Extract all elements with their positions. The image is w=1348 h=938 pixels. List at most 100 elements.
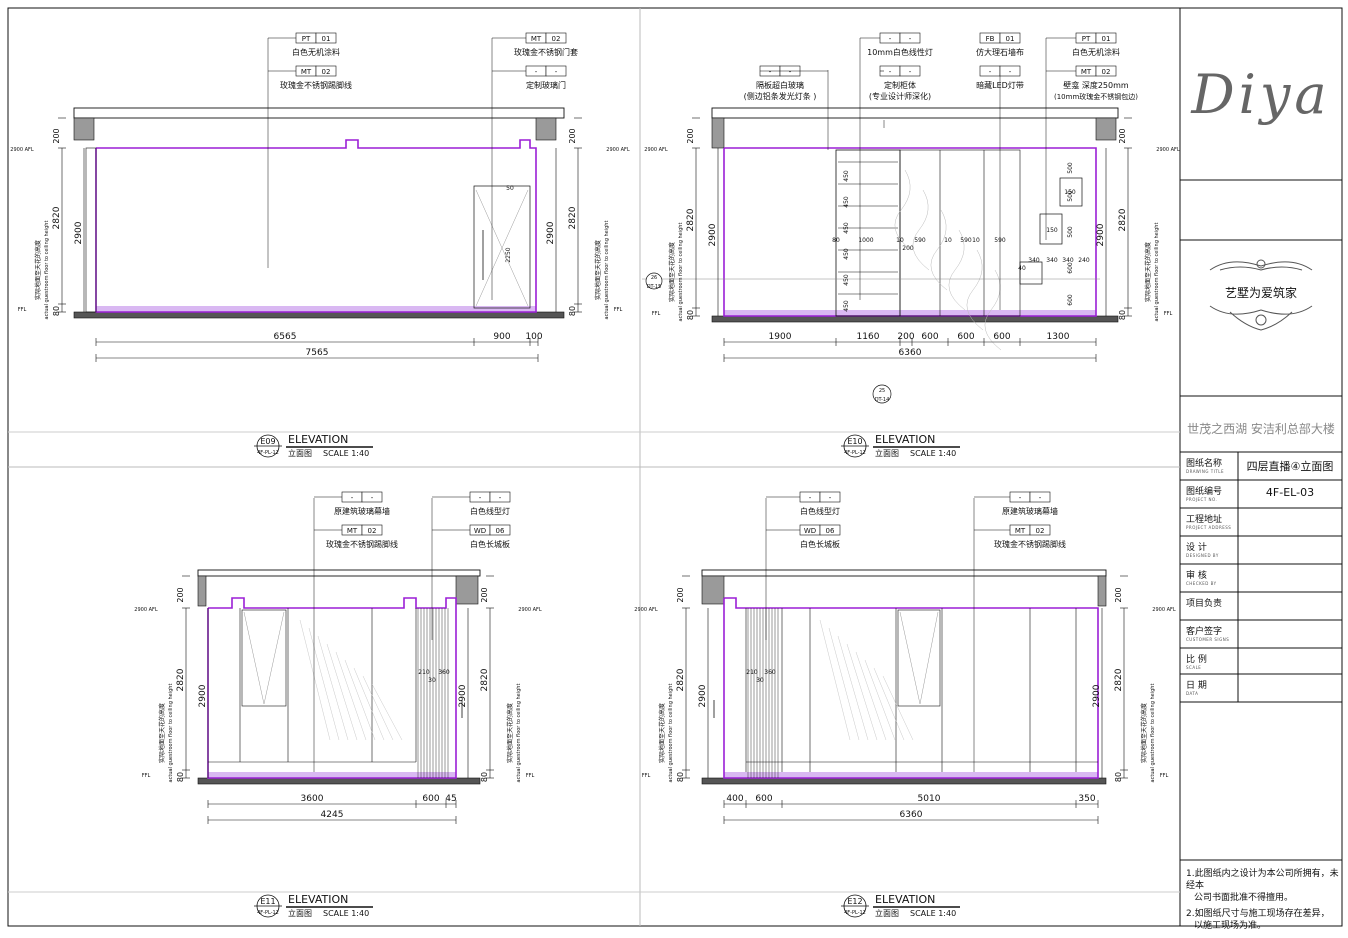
dimension-value: 2900 bbox=[74, 221, 84, 244]
dimension-value: 2900 bbox=[708, 223, 718, 246]
tag-code: - bbox=[889, 35, 892, 43]
dimension-value: 80 bbox=[832, 237, 840, 244]
tag-number-box bbox=[1029, 524, 1051, 536]
dimension-value: 2900 bbox=[198, 684, 208, 707]
dimension-value: 2900 bbox=[546, 221, 556, 244]
marble-vein bbox=[984, 269, 1002, 351]
tag-number: 02 bbox=[1036, 527, 1045, 535]
tag-number-box bbox=[1095, 32, 1117, 44]
dimension-value: 600 bbox=[422, 794, 439, 804]
fl-label: FFL bbox=[526, 773, 535, 779]
height-note: 实际地面至天花的高度 bbox=[668, 242, 676, 302]
glass-hatch bbox=[353, 667, 385, 741]
note-2: 2.如图纸尺寸与施工现场存在差异，以施工现场为准。 bbox=[1186, 909, 1330, 931]
dimension-value: 500 bbox=[1067, 190, 1074, 202]
dimension-value: 6360 bbox=[900, 810, 923, 820]
tag-number-box bbox=[819, 524, 841, 536]
titleblock-row-label: 工程地址 bbox=[1186, 515, 1223, 525]
height-note: actual guestroom floor to ceiling height bbox=[1150, 684, 1156, 783]
dimension-value: 200 bbox=[676, 587, 685, 602]
dimension-value: 2820 bbox=[1118, 208, 1128, 231]
height-note: actual guestroom floor to ceiling height bbox=[1154, 223, 1160, 322]
dimension-value: 340 bbox=[1028, 257, 1040, 264]
dimension-value: 2820 bbox=[480, 668, 490, 691]
glass-hatch bbox=[855, 651, 887, 741]
elevation-id: E10 bbox=[847, 437, 862, 446]
dimension-value: 2900 bbox=[1096, 223, 1106, 246]
titleblock-row-label: 项目负责 bbox=[1186, 599, 1223, 609]
dimension-value: 450 bbox=[843, 170, 850, 182]
dimension-value: 600 bbox=[957, 332, 974, 342]
height-note: 实际地面至天花的高度 bbox=[594, 240, 602, 300]
material-label: 壁龛 深度250mm bbox=[1063, 80, 1129, 90]
afl-label: 2900 AFL bbox=[1156, 147, 1180, 153]
dimension-value: 590 bbox=[914, 237, 926, 244]
tag-number: - bbox=[371, 494, 374, 502]
marble-panel-group bbox=[899, 149, 1021, 317]
floor-slab bbox=[197, 777, 481, 785]
fl-label: FFL bbox=[642, 773, 651, 779]
dimension-value: 10 bbox=[944, 237, 952, 244]
elevation-id: E11 bbox=[260, 897, 275, 906]
dimension-value: 2820 bbox=[676, 668, 686, 691]
dimension-value: 350 bbox=[1078, 794, 1095, 804]
glass-hatch bbox=[475, 189, 529, 307]
dimension-value: 100 bbox=[525, 332, 542, 342]
floor-slab bbox=[711, 315, 1119, 323]
view-label: 立面图 bbox=[288, 448, 312, 458]
titleblock-row-label: 客户签字 bbox=[1186, 627, 1223, 637]
dimension-value: 210 bbox=[746, 669, 758, 676]
finish-outline bbox=[723, 147, 1097, 317]
tag-number-box bbox=[361, 491, 383, 503]
tag-code: MT bbox=[1081, 68, 1092, 76]
floor-slab bbox=[73, 311, 565, 319]
dimension-value: 200 bbox=[52, 128, 61, 143]
tag-code: - bbox=[769, 68, 772, 76]
tag-number-box bbox=[489, 491, 511, 503]
elevation-heading: ELEVATION bbox=[288, 893, 348, 906]
glass-hatch bbox=[243, 611, 265, 705]
marble-vein bbox=[912, 189, 930, 271]
dimension-value: 80 bbox=[568, 306, 577, 316]
elevation-sheet-ref: 4F-PL-12 bbox=[257, 910, 279, 916]
dimension-value: 600 bbox=[1067, 262, 1074, 274]
tag-number-box bbox=[315, 32, 337, 44]
scale-label: SCALE 1:40 bbox=[910, 449, 956, 458]
tag-number-box bbox=[315, 65, 337, 77]
material-label: 原建筑玻璃幕墙 bbox=[1002, 506, 1058, 516]
height-note: 实际地面至天花的高度 bbox=[34, 240, 42, 300]
glass-hatch bbox=[317, 635, 349, 741]
dimension-value: 150 bbox=[1046, 227, 1058, 234]
tag-number: 02 bbox=[552, 35, 561, 43]
glass-hatch bbox=[299, 619, 331, 741]
dimension-value: 7565 bbox=[306, 348, 329, 358]
tag-code: WD bbox=[804, 527, 816, 535]
tag-number: - bbox=[789, 68, 792, 76]
skirting-band bbox=[208, 772, 456, 778]
marble-vein bbox=[966, 249, 984, 331]
tag-number: 01 bbox=[1006, 35, 1015, 43]
dimension-value: 150 bbox=[1064, 189, 1076, 196]
tag-number: - bbox=[909, 35, 912, 43]
material-label: 10mm白色线性灯 bbox=[867, 47, 933, 57]
titleblock-row-label: 图纸名称 bbox=[1186, 459, 1223, 469]
dimension-value: 200 bbox=[686, 128, 695, 143]
dimension-value: 45 bbox=[445, 794, 456, 804]
dimension-value: 80 bbox=[676, 772, 685, 782]
afl-label: 2900 AFL bbox=[634, 607, 658, 613]
tag-number-box bbox=[999, 32, 1021, 44]
dimension-value: 2250 bbox=[505, 247, 512, 262]
dimension-value: 1000 bbox=[858, 237, 873, 244]
dimension-value: 200 bbox=[480, 587, 489, 602]
tag-number: - bbox=[829, 494, 832, 502]
dimension-value: 500 bbox=[1067, 226, 1074, 238]
finish-outline bbox=[207, 597, 457, 779]
titleblock-row-value: 四层直播④立面图 bbox=[1246, 460, 1334, 473]
fl-label: FFL bbox=[1160, 773, 1169, 779]
dimension-value: 4245 bbox=[321, 810, 344, 820]
dimension-value: 240 bbox=[1078, 257, 1090, 264]
dimension-value: 1900 bbox=[769, 332, 792, 342]
